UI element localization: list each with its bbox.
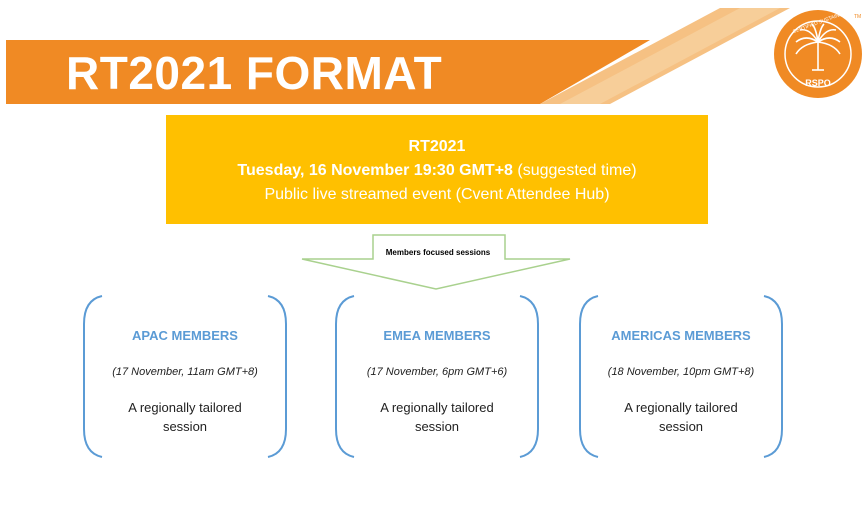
group-title: APAC MEMBERS	[132, 328, 238, 343]
group-apac: APAC MEMBERS (17 November, 11am GMT+8) A…	[80, 294, 290, 459]
palm-tree-icon	[795, 23, 841, 71]
arrow-label: Members focused sessions	[385, 248, 491, 257]
event-name: RT2021	[408, 138, 466, 155]
members-arrow	[301, 234, 571, 290]
group-americas: AMERICAS MEMBERS (18 November, 10pm GMT+…	[576, 294, 786, 459]
group-emea: EMEA MEMBERS (17 November, 6pm GMT+6) A …	[332, 294, 542, 459]
event-info-box: RT2021 Tuesday, 16 November 19:30 GMT+8 …	[166, 115, 708, 224]
group-session: A regionally tailored session	[624, 400, 738, 434]
event-date-note: (suggested time)	[517, 162, 637, 179]
group-date: (17 November, 11am GMT+8)	[112, 366, 258, 378]
page-title: RT2021 FORMAT	[66, 47, 443, 99]
group-brackets	[335, 295, 539, 458]
group-date: (17 November, 6pm GMT+6)	[366, 366, 508, 378]
title-banner	[6, 8, 790, 104]
event-date-line: Tuesday, 16 November 19:30 GMT+8 (sugges…	[166, 162, 708, 180]
rspo-logo: RSPO CERTIFIED SUSTAINABLE PALM OIL TM	[774, 8, 864, 98]
group-brackets	[579, 295, 783, 458]
group-title: AMERICAS MEMBERS	[611, 328, 751, 343]
group-date: (18 November, 10pm GMT+8)	[607, 366, 755, 378]
group-title: EMEA MEMBERS	[383, 328, 491, 343]
group-brackets	[83, 295, 287, 458]
group-session: A regionally tailored session	[128, 400, 242, 434]
logo-rspo-text: RSPO	[805, 78, 831, 88]
event-date: Tuesday, 16 November 19:30 GMT+8	[237, 162, 513, 179]
group-session: A regionally tailored session	[380, 400, 494, 434]
logo-tm: TM	[854, 14, 861, 20]
event-description: Public live streamed event (Cvent Attend…	[264, 186, 610, 203]
